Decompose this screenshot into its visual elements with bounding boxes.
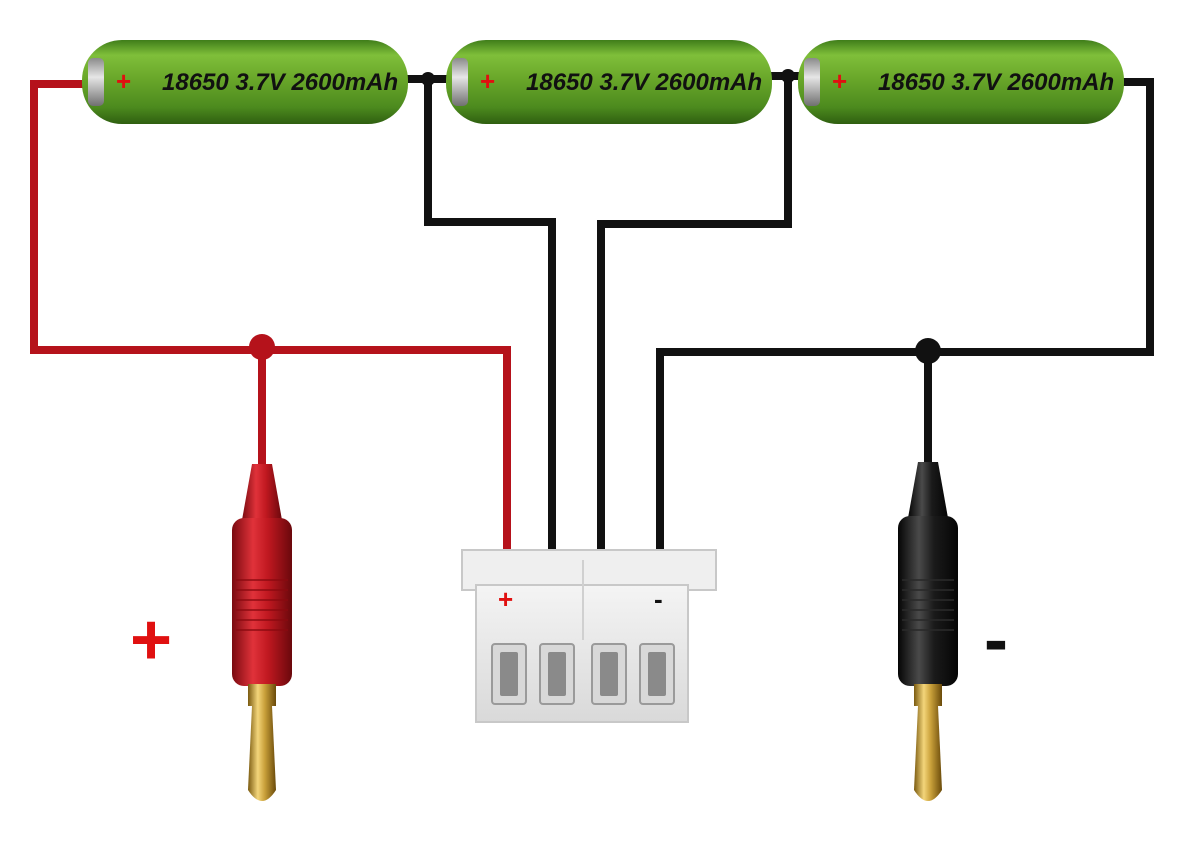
balance-tap-2 bbox=[597, 72, 792, 556]
plug-boot-tip bbox=[908, 462, 948, 518]
connector-negative-mark: - bbox=[654, 584, 663, 614]
plug-boot-tip bbox=[242, 464, 282, 520]
plug-pin bbox=[248, 706, 276, 801]
connector-positive-mark: + bbox=[498, 584, 513, 614]
battery-body bbox=[82, 40, 408, 124]
plug-pin bbox=[914, 706, 942, 801]
negative-junction-dot bbox=[915, 338, 941, 364]
connector-pins bbox=[491, 643, 675, 705]
negative-terminal-mark: - bbox=[984, 600, 1008, 680]
battery-cap bbox=[88, 58, 104, 106]
battery-label: 18650 3.7V 2600mAh bbox=[162, 69, 398, 96]
battery-label: 18650 3.7V 2600mAh bbox=[526, 69, 762, 96]
positive-banana-plug: + bbox=[130, 464, 292, 801]
plug-collar bbox=[914, 684, 942, 706]
battery-plus-mark: + bbox=[116, 66, 131, 96]
connector-pin bbox=[639, 643, 675, 705]
battery-2: + 18650 3.7V 2600mAh bbox=[446, 40, 772, 124]
positive-junction-dot bbox=[249, 334, 275, 360]
balance-tap-1 bbox=[424, 75, 556, 556]
battery-1: + 18650 3.7V 2600mAh bbox=[82, 40, 408, 124]
battery-cap bbox=[804, 58, 820, 106]
battery-body bbox=[446, 40, 772, 124]
balance-junction-dot-2 bbox=[781, 69, 795, 83]
positive-terminal-mark: + bbox=[130, 600, 172, 680]
plug-boot-grip bbox=[232, 518, 292, 686]
battery-3: + 18650 3.7V 2600mAh bbox=[798, 40, 1124, 124]
positive-wire-main bbox=[30, 80, 511, 556]
battery-label: 18650 3.7V 2600mAh bbox=[878, 69, 1114, 96]
plug-grip-ribs bbox=[902, 579, 954, 631]
battery-body bbox=[798, 40, 1124, 124]
wires bbox=[30, 69, 1154, 556]
balance-junction-dot-1 bbox=[421, 72, 435, 86]
negative-banana-plug: - bbox=[898, 462, 1008, 801]
battery-plus-mark: + bbox=[832, 66, 847, 96]
connector-pin bbox=[591, 643, 627, 705]
plug-grip-ribs bbox=[236, 579, 288, 631]
balance-connector: + - bbox=[461, 549, 717, 723]
connector-top-flange bbox=[461, 549, 717, 591]
plug-collar bbox=[248, 684, 276, 706]
battery-cap bbox=[452, 58, 468, 106]
battery-plus-mark: + bbox=[480, 66, 495, 96]
connector-pin bbox=[491, 643, 527, 705]
connector-pin bbox=[539, 643, 575, 705]
negative-wire-main bbox=[656, 78, 1154, 556]
